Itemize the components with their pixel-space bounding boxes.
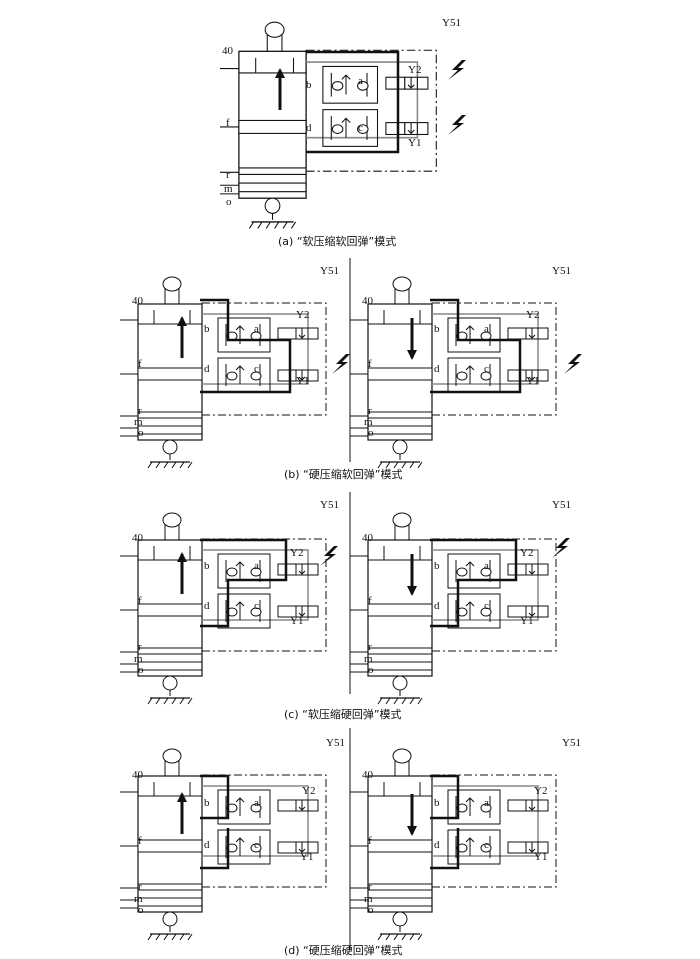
label-r: r xyxy=(226,169,230,181)
label-y51: Y51 xyxy=(562,737,581,749)
label-o: o xyxy=(368,427,374,439)
label-a: a xyxy=(484,797,489,809)
label-m: m xyxy=(364,416,373,428)
label-r: r xyxy=(368,641,372,653)
label-r: r xyxy=(138,641,142,653)
label-y51: Y51 xyxy=(552,265,571,277)
label-f: f xyxy=(138,595,142,607)
label-b: b xyxy=(204,560,210,572)
panel-c-right: 40 f r m o Y51 Y2 Y1 b a d c xyxy=(349,499,571,705)
label-y1: Y1 xyxy=(526,375,539,387)
label-y1: Y1 xyxy=(520,615,533,627)
label-y2: Y2 xyxy=(534,785,547,797)
label-f: f xyxy=(138,358,142,370)
label-d: d xyxy=(204,839,210,851)
flow-path-a xyxy=(306,50,400,154)
label-o: o xyxy=(138,427,144,439)
label-d: d xyxy=(434,839,440,851)
label-b: b xyxy=(434,560,440,572)
label-d: d xyxy=(434,600,440,612)
label-o: o xyxy=(368,904,374,916)
label-r: r xyxy=(368,405,372,417)
label-40: 40 xyxy=(132,295,144,307)
label-m: m xyxy=(364,893,373,905)
panel-c-left: 40 f r m o Y51 Y2 Y1 b a d c xyxy=(119,499,339,705)
label-m: m xyxy=(224,183,233,195)
label-f: f xyxy=(226,117,230,129)
panel-d-left: 40 f r m o Y51 Y2 Y1 b a d c xyxy=(119,737,345,941)
label-y2: Y2 xyxy=(408,64,421,76)
label-a: a xyxy=(484,323,489,335)
label-40: 40 xyxy=(362,532,374,544)
label-f: f xyxy=(368,835,372,847)
label-y1: Y1 xyxy=(300,851,313,863)
label-c: c xyxy=(358,122,363,134)
label-y51: Y51 xyxy=(326,737,345,749)
label-d: d xyxy=(434,363,440,375)
label-r: r xyxy=(138,881,142,893)
panel-d-right: 40 f r m o Y51 Y2 Y1 b a d c xyxy=(349,737,581,941)
label-o: o xyxy=(226,196,232,208)
label-d: d xyxy=(204,363,210,375)
label-y2: Y2 xyxy=(302,785,315,797)
label-40: 40 xyxy=(362,295,374,307)
label-a: a xyxy=(358,75,363,87)
label-r: r xyxy=(138,405,142,417)
label-c: c xyxy=(484,839,489,851)
label-c: c xyxy=(254,363,259,375)
label-c: c xyxy=(254,600,259,612)
label-c: c xyxy=(484,600,489,612)
label-y2: Y2 xyxy=(520,547,533,559)
label-a: a xyxy=(254,560,259,572)
label-c: c xyxy=(484,363,489,375)
label-y51: Y51 xyxy=(320,265,339,277)
label-b: b xyxy=(306,79,312,91)
label-y2: Y2 xyxy=(526,309,539,321)
label-m: m xyxy=(134,416,143,428)
label-y1: Y1 xyxy=(534,851,547,863)
label-y1: Y1 xyxy=(290,615,303,627)
label-f: f xyxy=(368,358,372,370)
label-m: m xyxy=(134,653,143,665)
label-o: o xyxy=(138,904,144,916)
label-b: b xyxy=(434,797,440,809)
label-b: b xyxy=(434,323,440,335)
label-d: d xyxy=(204,600,210,612)
label-f: f xyxy=(138,835,142,847)
label-y51: Y51 xyxy=(552,499,571,511)
caption-c: (c) “软压缩硬回弹”模式 xyxy=(284,707,402,721)
label-y1: Y1 xyxy=(408,137,421,149)
label-40: 40 xyxy=(222,45,234,57)
caption-b: (b) “硬压缩软回弹”模式 xyxy=(284,467,402,481)
label-b: b xyxy=(204,323,210,335)
label-a: a xyxy=(254,323,259,335)
label-r: r xyxy=(368,881,372,893)
label-b: b xyxy=(204,797,210,809)
panel-b-left: 40 f r m o Y51 Y2 Y1 b a d c xyxy=(119,265,350,469)
label-y2: Y2 xyxy=(290,547,303,559)
label-o: o xyxy=(138,664,144,676)
label-o: o xyxy=(368,664,374,676)
panel-a: 40 f r m o Y51 Y2 Y1 b a d c (a) “软压缩软回弹… xyxy=(219,17,466,248)
label-f: f xyxy=(368,595,372,607)
label-a: a xyxy=(484,560,489,572)
label-y51: Y51 xyxy=(442,17,461,29)
label-40: 40 xyxy=(362,769,374,781)
label-d: d xyxy=(306,122,312,134)
label-m: m xyxy=(364,653,373,665)
label-y51: Y51 xyxy=(320,499,339,511)
label-c: c xyxy=(254,839,259,851)
caption-d: (d) “硬压缩硬回弹”模式 xyxy=(284,943,402,957)
panel-b-right: 40 f r m o Y51 Y2 Y1 b a d c xyxy=(349,265,582,469)
label-40: 40 xyxy=(132,532,144,544)
label-40: 40 xyxy=(132,769,144,781)
caption-a: (a) “软压缩软回弹”模式 xyxy=(278,234,396,248)
label-m: m xyxy=(134,893,143,905)
label-y1: Y1 xyxy=(296,375,309,387)
label-y2: Y2 xyxy=(296,309,309,321)
label-a: a xyxy=(254,797,259,809)
